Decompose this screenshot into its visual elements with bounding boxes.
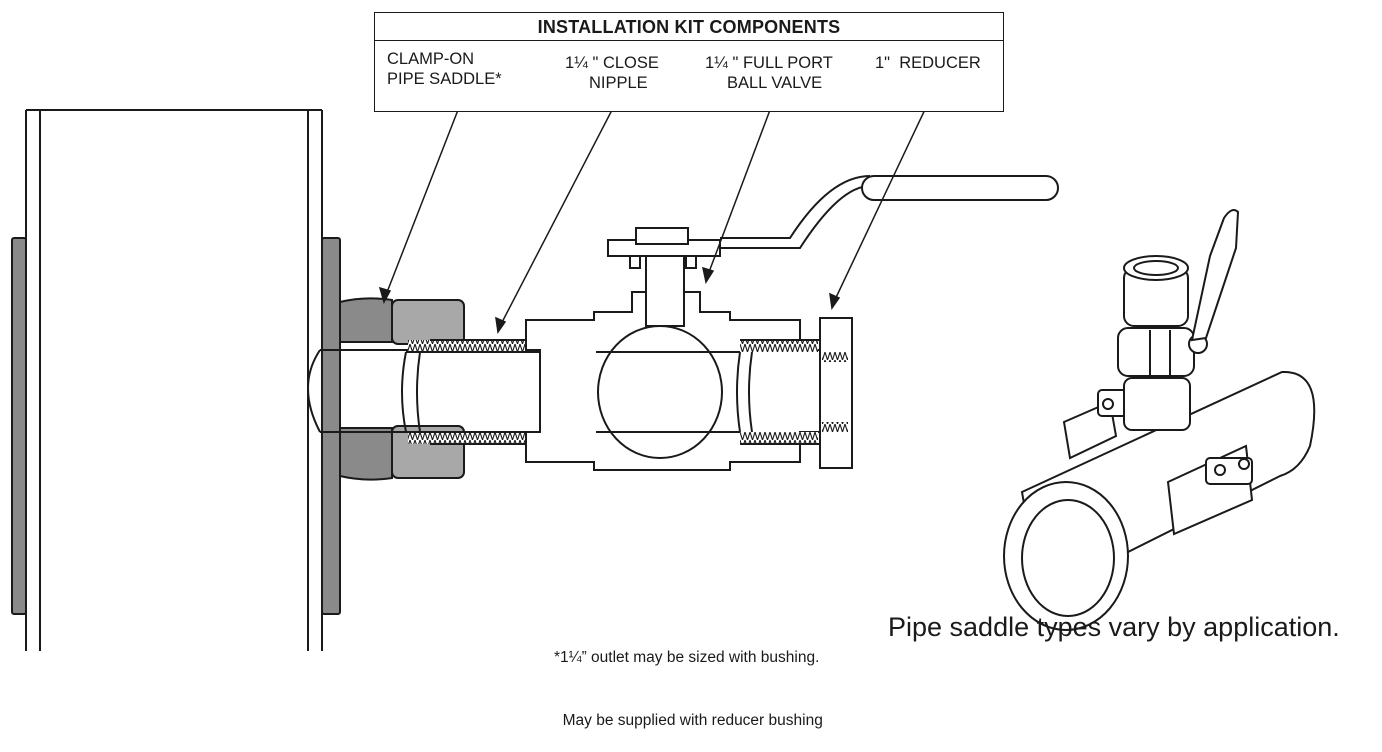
footnote-line2: May be supplied with reducer bushing xyxy=(554,712,823,729)
saddle-side-bars xyxy=(11,237,341,615)
label-reducer: 1" REDUCER xyxy=(875,54,981,72)
label-ball-valve-line1: 1¼ " FULL PORT xyxy=(705,54,833,72)
saddle-product-illustration xyxy=(1003,209,1316,631)
caption: Pipe saddle types vary by application. xyxy=(888,612,1340,642)
leader-lines xyxy=(378,81,939,334)
label-ball-valve-line2: BALL VALVE xyxy=(727,74,823,92)
kit-title: INSTALLATION KIT COMPONENTS xyxy=(375,13,1003,41)
label-pipe-saddle-line1: CLAMP-ON xyxy=(387,50,475,68)
reducer xyxy=(736,317,853,469)
main-pipe xyxy=(25,109,323,651)
label-pipe-saddle-line2: PIPE SADDLE* xyxy=(387,70,502,88)
ball-valve xyxy=(525,175,1059,471)
label-close-nipple-line2: NIPPLE xyxy=(589,74,648,92)
installation-diagram xyxy=(11,81,1316,651)
kit-components-box: INSTALLATION KIT COMPONENTS CLAMP-ON PIP… xyxy=(374,12,1004,112)
label-close-nipple-line1: 1¼ " CLOSE xyxy=(565,54,659,72)
footnote-line1: *1¼” outlet may be sized with bushing. xyxy=(554,649,820,666)
footnote: *1¼” outlet may be sized with bushing. M… xyxy=(554,605,823,752)
